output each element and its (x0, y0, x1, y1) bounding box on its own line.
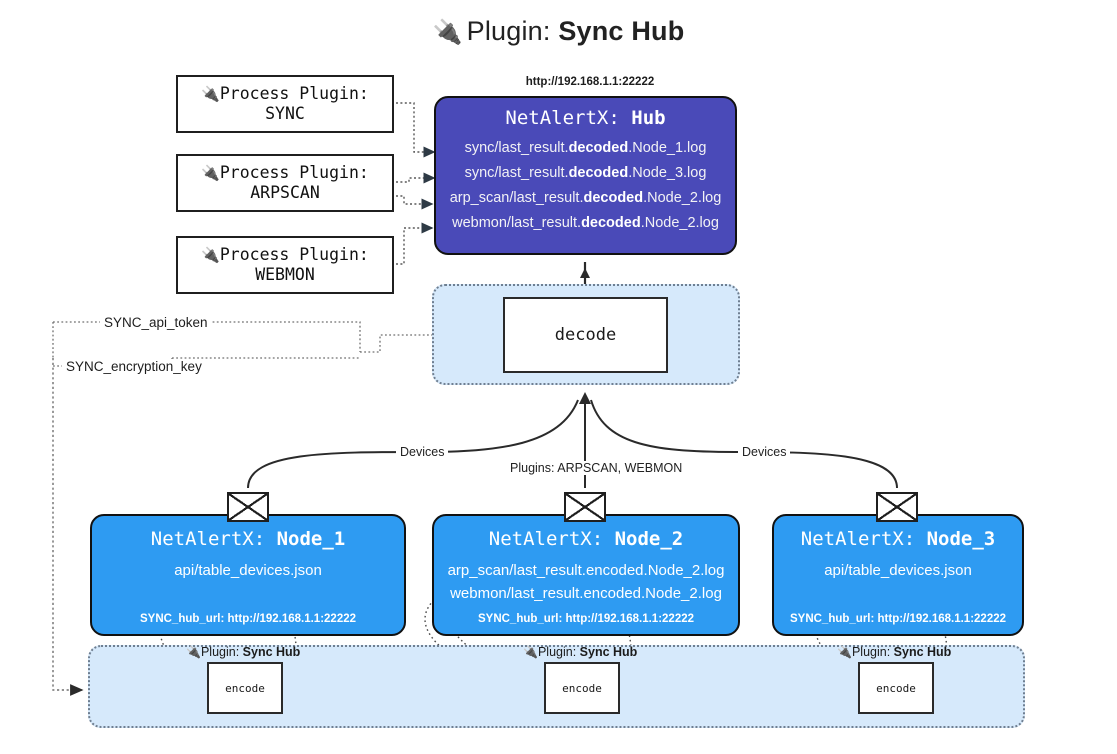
hub-log-line-1: sync/last_result.decoded.Node_1.log (464, 140, 707, 156)
node-title: NetAlertX: Node_1 (150, 528, 346, 550)
page-title-name: Sync Hub (558, 16, 685, 46)
process-plugin-heading: 🔌Process Plugin: (201, 84, 369, 104)
hub-log-line-2: sync/last_result.decoded.Node_3.log (464, 165, 707, 181)
sync-api-token-label: SYNC_api_token (100, 315, 212, 330)
plug-icon: 🔌 (837, 645, 852, 659)
process-plugin-box-sync[interactable]: 🔌Process Plugin: SYNC (176, 75, 394, 133)
envelope-icon (876, 492, 918, 522)
process-plugin-box-webmon[interactable]: 🔌Process Plugin: WEBMON (176, 236, 394, 294)
process-plugin-name: WEBMON (255, 265, 315, 285)
decode-box[interactable]: decode (503, 297, 668, 373)
hub-log-line-4: webmon/last_result.decoded.Node_2.log (452, 215, 719, 231)
plug-icon: 🔌 (201, 246, 220, 265)
process-plugin-box-arpscan[interactable]: 🔌Process Plugin: ARPSCAN (176, 154, 394, 212)
edge-label-plugins-center: Plugins: ARPSCAN, WEBMON (506, 461, 687, 475)
node-hub-url-footer: SYNC_hub_url: http://192.168.1.1:22222 (139, 613, 357, 625)
node-box-node-2[interactable]: NetAlertX: Node_2 arp_scan/last_result.e… (432, 514, 740, 636)
process-plugin-heading: 🔌Process Plugin: (201, 163, 369, 183)
envelope-icon (564, 492, 606, 522)
hub-log-line-3: arp_scan/last_result.decoded.Node_2.log (449, 190, 722, 206)
node-content-line: webmon/last_result.encoded.Node_2.log (450, 585, 722, 602)
node-content-line: api/table_devices.json (824, 562, 972, 579)
node-box-node-1[interactable]: NetAlertX: Node_1 api/table_devices.json… (90, 514, 406, 636)
page-title-prefix: Plugin: (466, 16, 551, 46)
node-hub-url-footer: SYNC_hub_url: http://192.168.1.1:22222 (477, 613, 695, 625)
encode-box-node-2[interactable]: encode (544, 662, 620, 714)
plug-icon: 🔌 (186, 645, 201, 659)
encoder-caption-node-3: 🔌Plugin: Sync Hub (837, 645, 952, 659)
hub-url-label: http://192.168.1.1:22222 (525, 76, 655, 88)
sync-encryption-key-label: SYNC_encryption_key (62, 359, 206, 374)
hub-node-box[interactable]: NetAlertX: Hub sync/last_result.decoded.… (434, 96, 737, 255)
envelope-icon (227, 492, 269, 522)
encode-box-node-3[interactable]: encode (858, 662, 934, 714)
plug-icon: 🔌 (523, 645, 538, 659)
encode-box-node-1[interactable]: encode (207, 662, 283, 714)
edge-label-devices-left: Devices (396, 445, 449, 459)
hub-title: NetAlertX: Hub (505, 107, 666, 129)
node-title: NetAlertX: Node_2 (488, 528, 684, 550)
process-plugin-name: ARPSCAN (250, 183, 320, 203)
process-plugin-heading: 🔌Process Plugin: (201, 245, 369, 265)
edge-label-devices-right: Devices (738, 445, 791, 459)
plug-icon: 🔌 (432, 19, 463, 46)
encoder-caption-node-1: 🔌Plugin: Sync Hub (186, 645, 301, 659)
node-hub-url-footer: SYNC_hub_url: http://192.168.1.1:22222 (789, 613, 1007, 625)
encoder-caption-node-2: 🔌Plugin: Sync Hub (523, 645, 638, 659)
plug-icon: 🔌 (201, 85, 220, 104)
node-title: NetAlertX: Node_3 (800, 528, 996, 550)
plug-icon: 🔌 (201, 164, 220, 183)
node-content-line: api/table_devices.json (174, 562, 322, 579)
node-content-line: arp_scan/last_result.encoded.Node_2.log (447, 562, 725, 579)
page-title: 🔌Plugin: Sync Hub (0, 16, 1117, 47)
process-plugin-name: SYNC (265, 104, 305, 124)
node-box-node-3[interactable]: NetAlertX: Node_3 api/table_devices.json… (772, 514, 1024, 636)
